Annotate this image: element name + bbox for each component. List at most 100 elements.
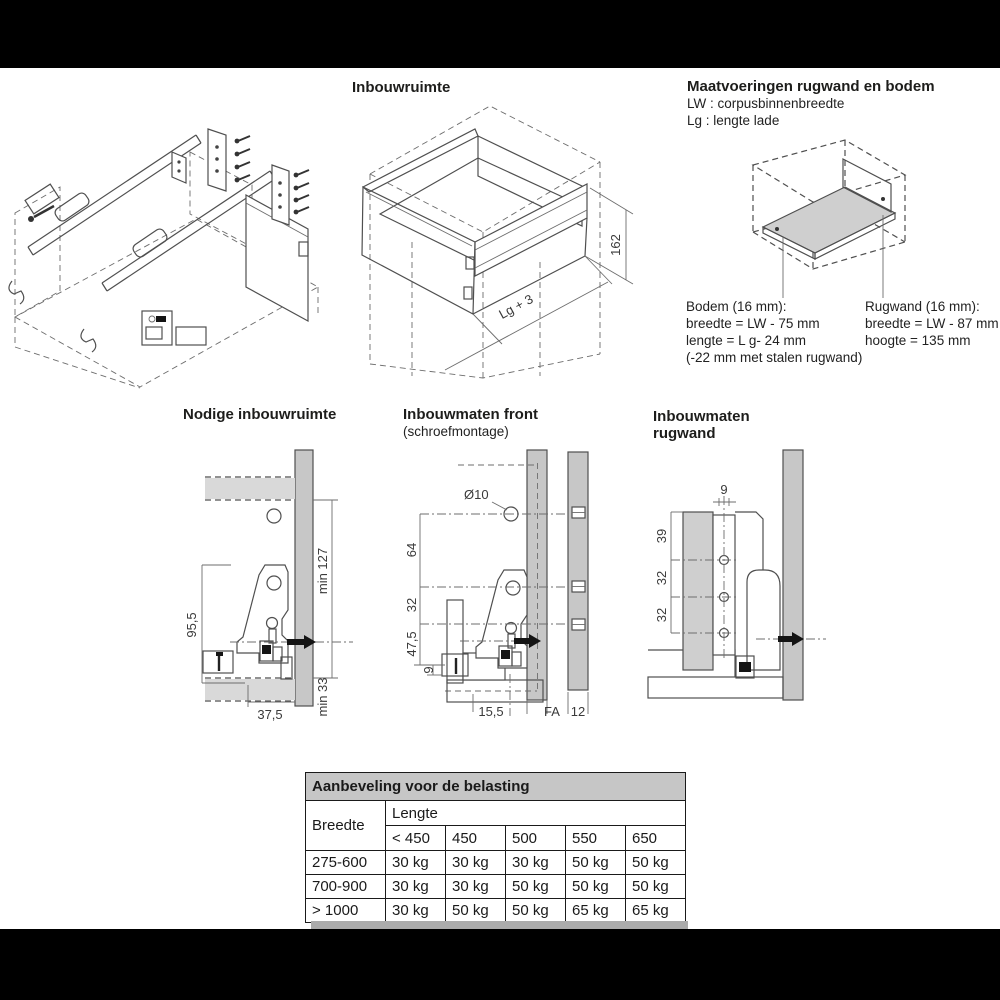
legend-lw: LW : corpusbinnenbreedte — [687, 96, 845, 111]
table-shadow — [311, 921, 688, 929]
svg-text:64: 64 — [404, 543, 419, 557]
dim-9: 9 — [713, 482, 736, 506]
bottom-scan-bar — [0, 929, 1000, 1000]
dim-95-5: 95,5 — [184, 564, 245, 684]
svg-text:37,5: 37,5 — [257, 707, 282, 722]
screw-arrow — [230, 635, 353, 649]
screw-set-2 — [293, 169, 310, 215]
note-bodem-l2: lengte = L g- 24 mm — [686, 333, 806, 348]
legend-lg: Lg : lengte lade — [687, 113, 780, 128]
row-label: 700-900 — [305, 874, 386, 899]
mount-plate — [24, 183, 60, 215]
rugwand-panel — [842, 158, 892, 213]
heading-front: Inbouwmaten front — [403, 406, 538, 423]
damper-2 — [132, 228, 168, 258]
front-bracket-profile — [475, 569, 528, 669]
screw-arrow — [756, 632, 826, 646]
heading-nodige: Nodige inbouwruimte — [183, 406, 337, 423]
drawer-front-panel — [361, 186, 476, 315]
cabinet-front-panel — [294, 449, 314, 707]
note-rugwand-l1: breedte = LW - 87 mm — [865, 316, 999, 331]
row-label: > 1000 — [305, 898, 386, 923]
table-col-group: Lengte — [385, 800, 686, 826]
note-rugwand: Rugwand (16 mm): breedte = LW - 87 mm ho… — [865, 298, 999, 349]
inbouwmaten-front-diagram: Ø10 64 32 47,5 9 — [404, 449, 590, 719]
table-row-header: Breedte — [305, 800, 386, 851]
cell: 50 kg — [565, 874, 626, 899]
front-bracket-profile — [236, 564, 289, 664]
left-dims: 39 32 32 — [654, 511, 738, 634]
logo-plate — [175, 326, 207, 346]
dim-37-5: 37,5 — [247, 685, 295, 722]
cell: 50 kg — [505, 898, 566, 923]
bottom-dims: 15,5 FA 12 — [472, 674, 589, 719]
svg-text:9: 9 — [720, 482, 727, 497]
front-panel-edge-strip — [567, 451, 589, 691]
dim-min-127: min 127 — [313, 499, 338, 642]
screw-arrow — [460, 634, 541, 648]
cell: 30 kg — [385, 874, 446, 899]
note-bodem-l3: (-22 mm met stalen rugwand) — [686, 350, 863, 365]
note-bodem: Bodem (16 mm): breedte = LW - 75 mm leng… — [686, 298, 862, 366]
screw-left — [28, 204, 55, 222]
heading-front-sub: (schroefmontage) — [403, 424, 509, 439]
left-dims: 64 32 47,5 9 — [404, 514, 445, 676]
center-bracket — [171, 151, 187, 184]
svg-text:min 127: min 127 — [315, 548, 330, 594]
inbouwmaten-rugwand-diagram: 9 39 32 32 — [647, 449, 826, 701]
hook-1 — [8, 280, 25, 305]
back-holder-1 — [207, 128, 227, 192]
cell: 30 kg — [385, 850, 446, 875]
bodem-panel — [761, 186, 897, 260]
col-header: 550 — [565, 825, 626, 851]
col-header: 500 — [505, 825, 566, 851]
front-panel — [526, 449, 548, 701]
cell: 50 kg — [625, 874, 686, 899]
damper-1 — [54, 192, 90, 222]
dim-min-33: min 33 — [313, 642, 338, 717]
table-row: 275-600 30 kg 30 kg 30 kg 50 kg 50 kg — [305, 850, 686, 875]
row-label: 275-600 — [305, 850, 386, 875]
mounting-hole — [266, 508, 282, 524]
dim-hole-label: Ø10 — [464, 487, 489, 502]
svg-text:95,5: 95,5 — [184, 612, 199, 637]
cell: 30 kg — [385, 898, 446, 923]
dim-162: 162 — [584, 187, 634, 285]
hook-2 — [80, 328, 97, 353]
svg-text:9: 9 — [421, 666, 436, 673]
back-holder-2 — [271, 164, 290, 226]
note-bodem-title: Bodem (16 mm): — [686, 299, 787, 314]
svg-text:15,5: 15,5 — [478, 704, 503, 719]
col-header: < 450 — [385, 825, 446, 851]
svg-text:min 33: min 33 — [315, 677, 330, 716]
inbouwruimte-diagram: 162 Lg + 3 — [361, 105, 634, 379]
heading-rugwand-1: Inbouwmaten — [653, 408, 750, 425]
table-title: Aanbeveling voor de belasting — [305, 772, 686, 801]
svg-text:32: 32 — [654, 571, 669, 585]
dim-162-label: 162 — [608, 234, 623, 256]
cell: 50 kg — [625, 850, 686, 875]
svg-text:FA: FA — [544, 704, 560, 719]
cell: 50 kg — [505, 874, 566, 899]
svg-text:32: 32 — [654, 608, 669, 622]
svg-text:12: 12 — [571, 704, 585, 719]
col-header: 450 — [445, 825, 506, 851]
col-header: 650 — [625, 825, 686, 851]
note-rugwand-title: Rugwand (16 mm): — [865, 299, 980, 314]
svg-text:39: 39 — [654, 529, 669, 543]
note-rugwand-l2: hoogte = 135 mm — [865, 333, 971, 348]
cell: 65 kg — [565, 898, 626, 923]
drawer-body — [361, 128, 588, 315]
rugwand-panel — [682, 511, 714, 671]
cell: 30 kg — [445, 874, 506, 899]
maatvoeringen-diagram — [751, 139, 907, 298]
cell: 65 kg — [625, 898, 686, 923]
nodige-inbouwruimte-diagram: 95,5 min 127 min 33 37,5 — [184, 449, 353, 722]
table-row: > 1000 30 kg 50 kg 50 kg 65 kg 65 kg — [305, 898, 686, 923]
holder-profile — [746, 569, 781, 671]
note-bodem-l1: breedte = LW - 75 mm — [686, 316, 820, 331]
table-row: 700-900 30 kg 30 kg 50 kg 50 kg 50 kg — [305, 874, 686, 899]
screw-set-1 — [234, 135, 251, 183]
heading-inbouwruimte: Inbouwruimte — [352, 79, 451, 96]
